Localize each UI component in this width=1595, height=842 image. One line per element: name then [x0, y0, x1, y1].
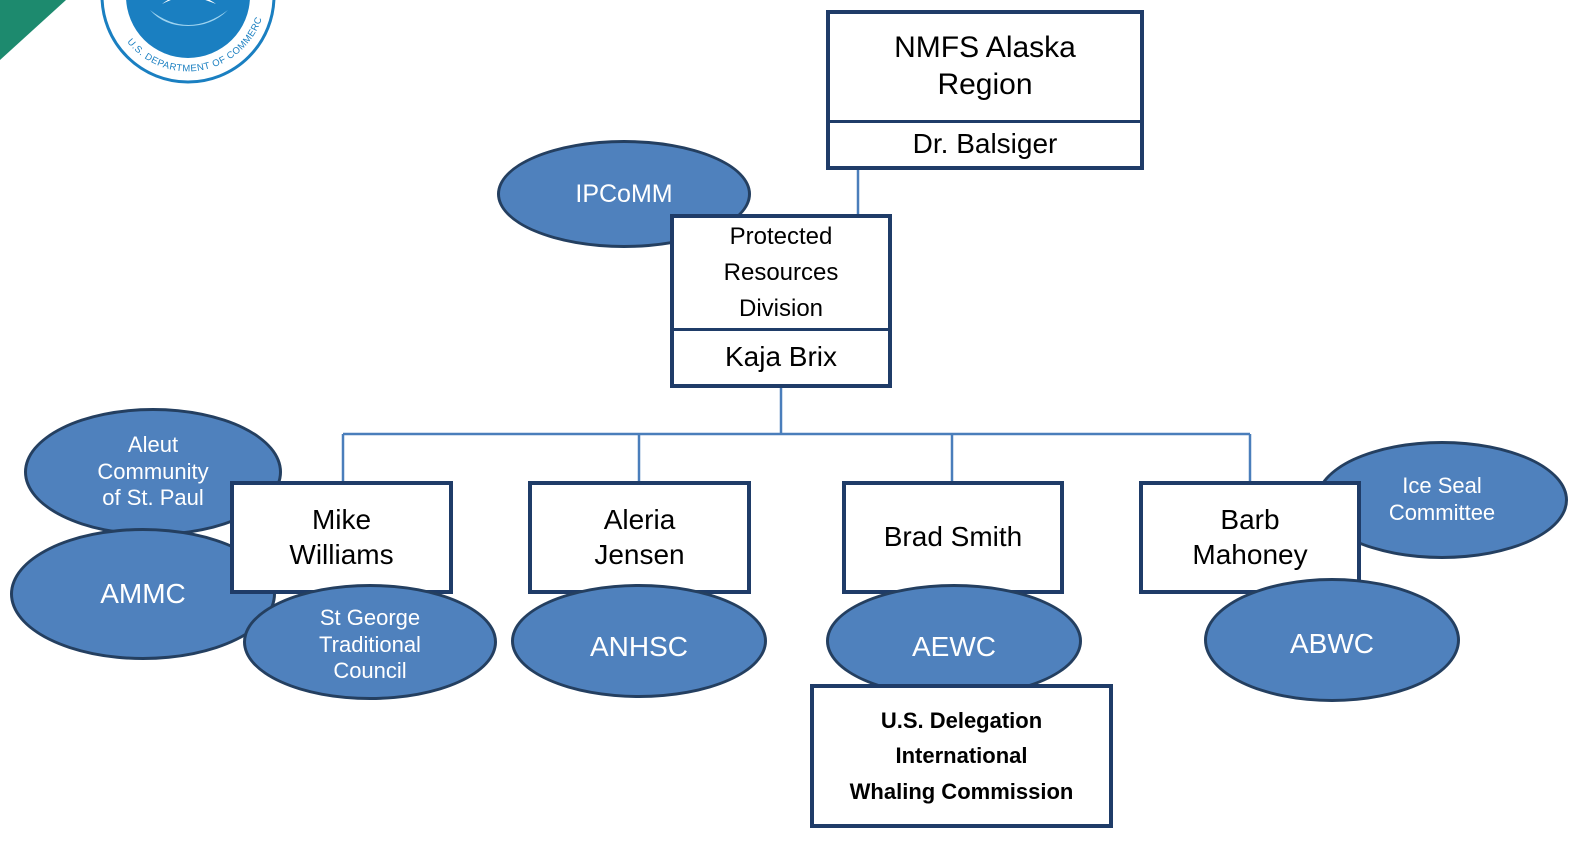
green-corner-tab [0, 0, 66, 60]
staff-box-mike-williams: Mike Williams [230, 481, 453, 594]
protected-resources-division-title: Protected Resources Division [723, 223, 839, 322]
division-head-name: Kaja Brix [674, 328, 888, 384]
us-delegation-iwc-box: U.S. Delegation International Whaling Co… [810, 684, 1113, 828]
aewc-oval: AEWC [826, 584, 1082, 698]
nmfs-alaska-region-box: NMFS Alaska Region Dr. Balsiger [826, 10, 1144, 170]
anhsc-oval: ANHSC [511, 584, 767, 698]
staff-box-barb-mahoney: Barb Mahoney [1139, 481, 1361, 594]
nmfs-alaska-region-title: NMFS Alaska Region [894, 31, 1076, 101]
staff-box-aleria-jensen: Aleria Jensen [528, 481, 751, 594]
protected-resources-division-box: Protected Resources Division Kaja Brix [670, 214, 892, 388]
noaa-seal-logo: U.S. DEPARTMENT OF COMMERCE [92, 0, 276, 84]
abwc-oval: ABWC [1204, 578, 1460, 702]
st-george-traditional-council-oval: St George Traditional Council [243, 584, 497, 700]
region-head-name: Dr. Balsiger [830, 120, 1140, 166]
staff-box-brad-smith: Brad Smith [842, 481, 1064, 594]
